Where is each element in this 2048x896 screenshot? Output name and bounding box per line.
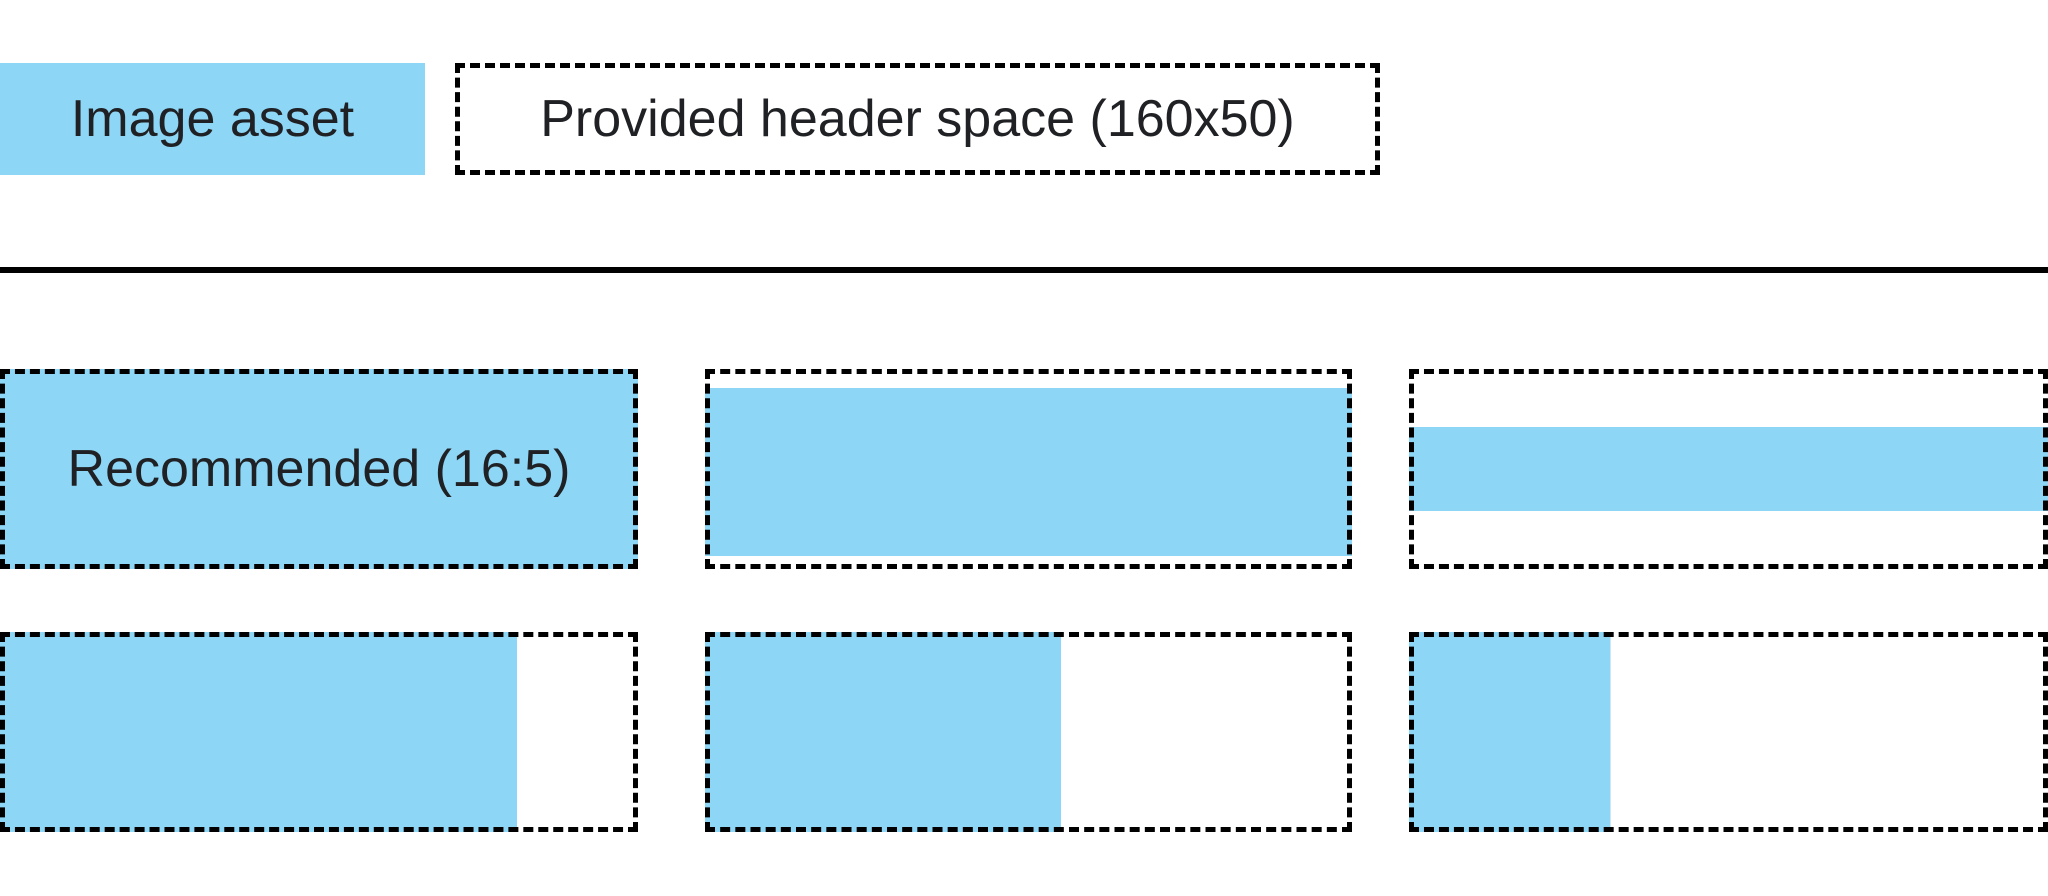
legend-image-asset-label: Image asset (70, 90, 355, 148)
example-box-full-height-narrow-pillarbox (1409, 632, 2048, 832)
example-box-recommended: Recommended (16:5) (0, 369, 638, 569)
recommended-label: Recommended (16:5) (67, 440, 571, 498)
legend-image-asset-swatch: Image asset (0, 63, 425, 175)
example-box-full-width-tall-letterbox (705, 369, 1352, 569)
section-divider (0, 267, 2048, 273)
example-box-full-height-wide-pillarbox (0, 632, 638, 832)
legend-provided-header-space-box: Provided header space (160x50) (455, 63, 1380, 175)
legend-provided-header-space-label: Provided header space (160x50) (540, 90, 1295, 148)
example-box-full-width-thin-letterbox (1409, 369, 2048, 569)
example-box-full-height-half-pillarbox (705, 632, 1352, 832)
